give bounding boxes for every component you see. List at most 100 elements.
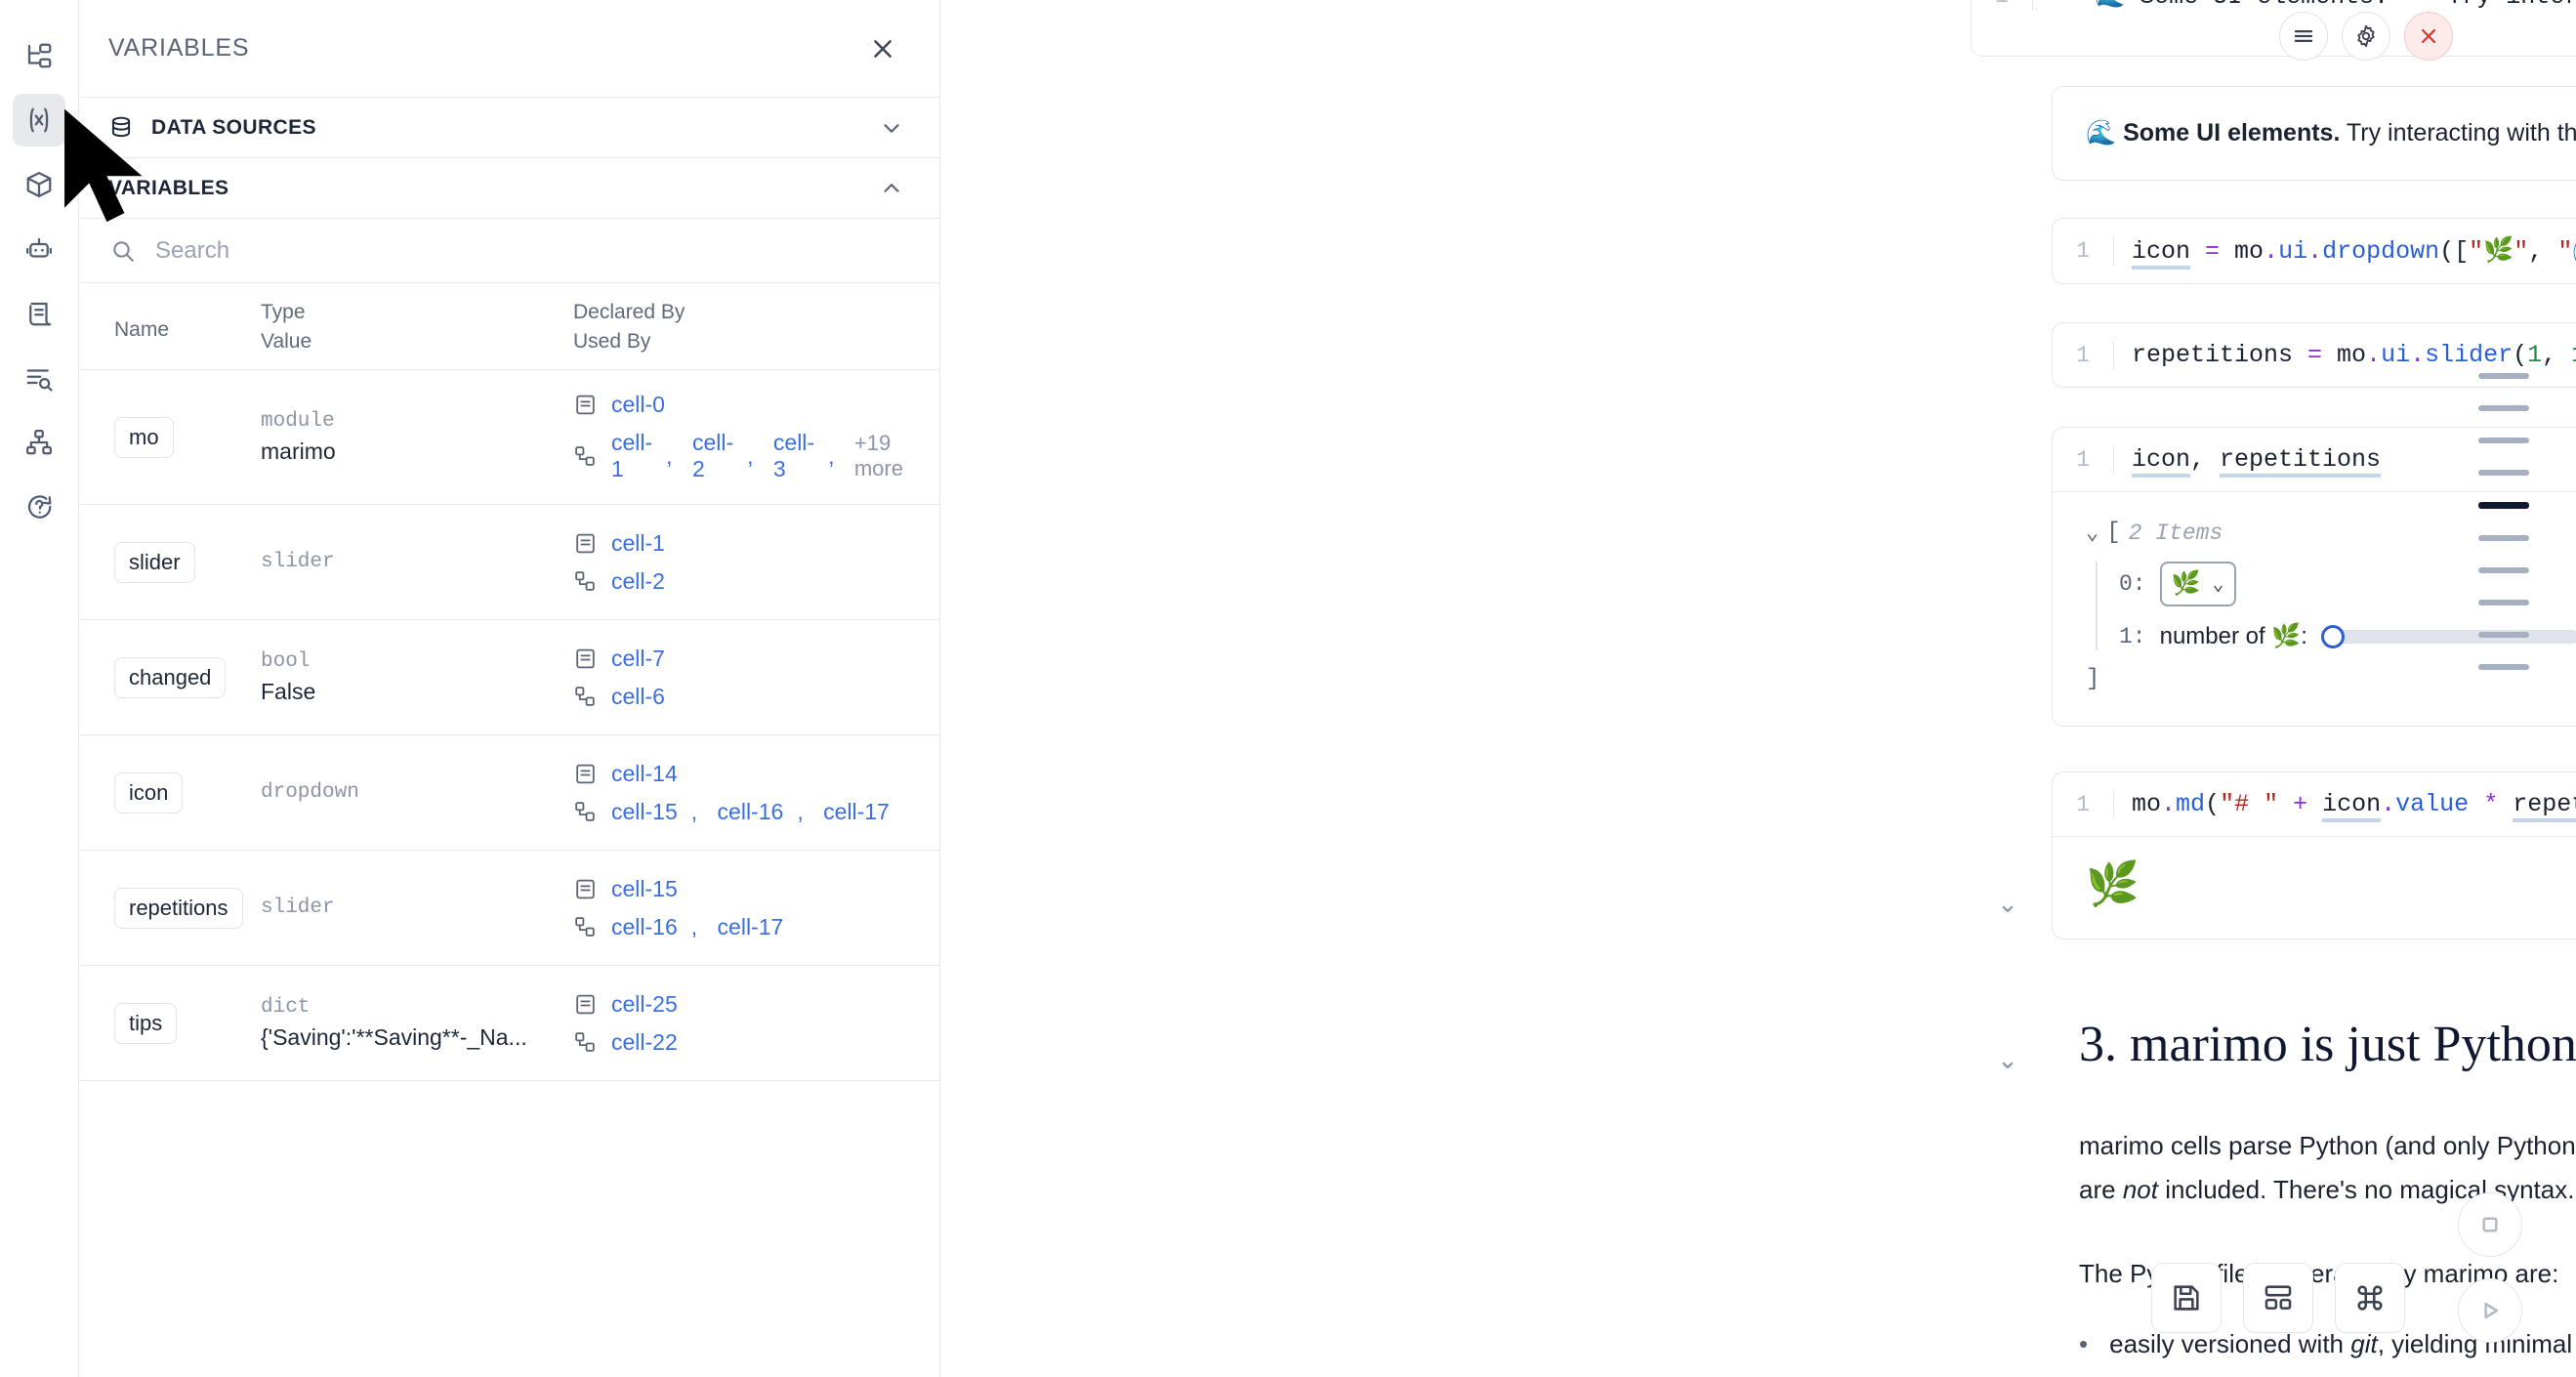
variable-type: slider: [261, 551, 573, 573]
cell-link[interactable]: cell-2: [692, 430, 733, 482]
line-number: 1: [1972, 0, 2032, 9]
table-row[interactable]: repetitionsslidercell-15cell-16, cell-17: [79, 851, 939, 966]
slider-label: number of 🌿:: [2160, 622, 2307, 650]
table-body: momodulemarimocell-0cell-1, cell-2, cell…: [79, 370, 939, 1081]
command-icon[interactable]: [2335, 1263, 2405, 1333]
minimap-line[interactable]: [2478, 535, 2529, 541]
variable-name-chip[interactable]: slider: [114, 542, 195, 583]
chevron-down-icon[interactable]: ⌄: [2086, 521, 2098, 546]
cell-link[interactable]: cell-16: [718, 799, 784, 825]
minimap-scrollbar[interactable]: [2469, 347, 2537, 696]
cell-link[interactable]: cell-1: [611, 430, 652, 482]
search-row[interactable]: [79, 219, 939, 283]
section-data-sources[interactable]: DATA SOURCES: [79, 98, 939, 158]
chevron-down-icon[interactable]: [879, 115, 904, 141]
header-type: Type: [261, 301, 573, 324]
cell-link[interactable]: cell-15: [611, 876, 678, 902]
md-emoji-output: 🌿: [2086, 860, 2140, 908]
minimap-line[interactable]: [2478, 502, 2529, 509]
cell-link[interactable]: cell-1: [611, 530, 665, 557]
variable-name-chip[interactable]: changed: [114, 657, 226, 698]
outline-search-icon[interactable]: [13, 352, 65, 404]
chevron-down-icon[interactable]: ⌄: [1993, 889, 2022, 919]
cell-link[interactable]: cell-17: [718, 914, 784, 940]
header-value: Value: [261, 330, 573, 354]
minimap-line[interactable]: [2478, 438, 2529, 443]
minimap-line[interactable]: [2478, 405, 2529, 411]
variable-value: False: [261, 679, 554, 705]
slider-knob[interactable]: [2321, 625, 2345, 648]
more-label[interactable]: +19 more: [854, 431, 904, 481]
table-row[interactable]: changedboolFalsecell-7cell-6: [79, 620, 939, 735]
scroll-icon[interactable]: [13, 287, 65, 340]
p1-em: not: [2123, 1175, 2158, 1204]
cell-link[interactable]: cell-22: [611, 1029, 678, 1056]
file-tree-icon[interactable]: [13, 29, 65, 82]
cell-dropdown[interactable]: 1 icon = mo.ui.dropdown(["🌿", "🌊", "✨"],…: [2052, 218, 2576, 284]
slider-control[interactable]: [2321, 625, 2576, 648]
cell-link[interactable]: cell-17: [823, 799, 890, 825]
section-label-variables: VARIABLES: [108, 177, 861, 200]
cell-link[interactable]: cell-16: [611, 914, 678, 940]
declared-by-icon: [573, 992, 598, 1017]
minimap-line[interactable]: [2478, 470, 2529, 476]
dependency-graph-icon[interactable]: [13, 416, 65, 469]
cell-link[interactable]: cell-2: [611, 568, 665, 595]
search-input[interactable]: [155, 237, 904, 265]
code-text: icon = mo.ui.dropdown(["🌿", "🌊", "✨"], l…: [2113, 236, 2576, 266]
dropdown-select[interactable]: 🌿 ⌄: [2160, 562, 2236, 606]
cell-link[interactable]: cell-3: [773, 430, 814, 482]
layout-icon[interactable]: [2243, 1263, 2313, 1333]
cell-link[interactable]: cell-25: [611, 991, 678, 1018]
table-row[interactable]: momodulemarimocell-0cell-1, cell-2, cell…: [79, 370, 939, 505]
table-row[interactable]: slider slider cell-1 cell-2: [79, 505, 939, 620]
minimap-line[interactable]: [2478, 567, 2529, 573]
gear-icon[interactable]: [2342, 12, 2390, 61]
close-icon[interactable]: [2404, 12, 2453, 61]
notebook-area: 1 """🌊 Some UI elements.""" Try interact…: [940, 0, 2576, 1377]
declared-by-icon: [573, 877, 598, 901]
header-name: Name: [114, 301, 261, 342]
hamburger-icon[interactable]: [2279, 12, 2328, 61]
chevron-down-icon: ⌄: [2213, 571, 2224, 597]
floating-toolbar: [2151, 1263, 2405, 1333]
variable-type: dropdown: [261, 781, 573, 804]
variable-name-chip[interactable]: mo: [114, 417, 174, 458]
cell-link[interactable]: cell-7: [611, 646, 665, 672]
variable-name-chip[interactable]: icon: [114, 772, 183, 814]
cell-link[interactable]: cell-0: [611, 392, 665, 418]
variable-type: dict: [261, 996, 573, 1019]
cell-link[interactable]: cell-15: [611, 799, 678, 825]
item-index: 0:: [2119, 571, 2146, 597]
variable-value: {'Saving':'**Saving**-_Na...: [261, 1024, 554, 1051]
variable-value: marimo: [261, 438, 554, 465]
code-text: mo.md("# " + icon.value * repetitions.va…: [2113, 790, 2576, 818]
save-icon[interactable]: [2151, 1263, 2222, 1333]
used-by-icon: [573, 915, 598, 939]
md-bold: Some UI elements.: [2123, 119, 2340, 146]
run-icon[interactable]: [2458, 1278, 2522, 1343]
help-icon[interactable]: [13, 480, 65, 533]
declared-by-icon: [573, 393, 598, 417]
search-icon: [110, 238, 136, 264]
close-icon[interactable]: [861, 27, 904, 70]
open-bracket: [: [2106, 520, 2120, 546]
minimap-line[interactable]: [2478, 632, 2529, 638]
stop-icon[interactable]: [2458, 1192, 2522, 1257]
table-row[interactable]: tips dict {'Saving':'**Saving**-_Na... cell…: [79, 966, 939, 1081]
minimap-line[interactable]: [2478, 373, 2529, 379]
cell-md[interactable]: 1 mo.md("# " + icon.value * repetitions.…: [2052, 772, 2576, 939]
chevron-down-icon[interactable]: ⌄: [1993, 1045, 2022, 1075]
chevron-up-icon[interactable]: [879, 176, 904, 201]
cell-link[interactable]: cell-14: [611, 761, 678, 787]
minimap-line[interactable]: [2478, 664, 2529, 670]
slider-track[interactable]: [2335, 630, 2576, 644]
section-variables[interactable]: VARIABLES: [79, 158, 939, 219]
variable-name-chip[interactable]: tips: [114, 1003, 177, 1044]
code-text: """🌊 Some UI elements.""" Try interactin…: [2032, 0, 2576, 11]
variable-name-chip[interactable]: repetitions: [114, 888, 243, 929]
minimap-line[interactable]: [2478, 600, 2529, 605]
cell-link[interactable]: cell-6: [611, 684, 665, 710]
table-row[interactable]: icondropdowncell-14cell-15, cell-16, cel…: [79, 735, 939, 851]
md-rest: Try interacting with the below elements.: [2340, 119, 2576, 146]
